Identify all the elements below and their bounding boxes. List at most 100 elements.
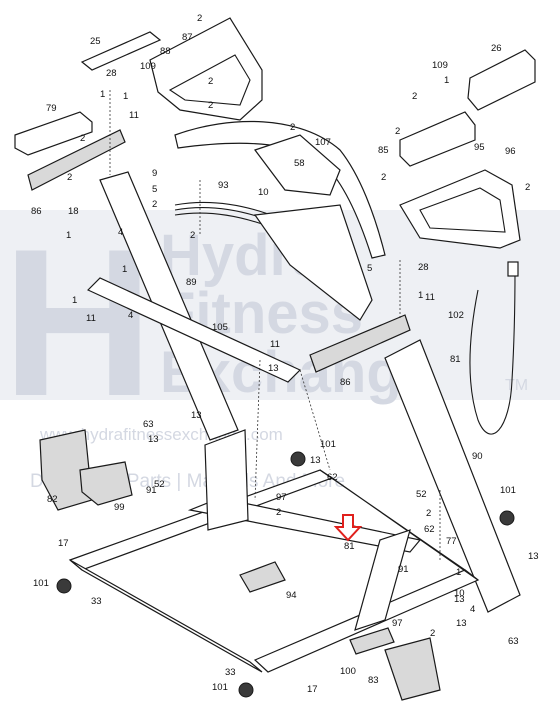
callout-l2f: 2 — [67, 172, 72, 183]
callout-l79: 79 — [46, 103, 57, 114]
callout-l77: 77 — [446, 536, 457, 547]
callout-l2h: 2 — [395, 126, 400, 137]
callout-l52a: 52 — [154, 479, 165, 490]
callout-l109b: 109 — [432, 60, 448, 71]
hood-cover-left — [80, 17, 263, 121]
cable-connector — [507, 261, 519, 277]
callout-l13d: 13 — [310, 455, 321, 466]
callout-l4c: 4 — [470, 604, 475, 615]
callout-l63a: 63 — [143, 419, 154, 430]
callout-l13a: 13 — [268, 363, 279, 374]
callout-l5a: 5 — [152, 184, 157, 195]
callout-l91b: 91 — [398, 564, 409, 575]
callout-l13c: 13 — [148, 434, 159, 445]
callout-l28b: 28 — [418, 262, 429, 273]
callout-l1d: 1 — [66, 230, 71, 241]
cover-82 — [39, 429, 93, 511]
callout-l105: 105 — [212, 322, 228, 333]
callout-l101a: 101 — [320, 439, 336, 450]
callout-l11d: 11 — [270, 339, 280, 350]
hood-cover-right — [399, 49, 536, 249]
callout-l85: 85 — [378, 145, 389, 156]
wheel-101-b — [238, 682, 254, 698]
callout-l4b: 4 — [128, 310, 133, 321]
callout-l91a: 91 — [146, 485, 157, 496]
cover-99 — [79, 461, 133, 506]
callout-l2g: 2 — [412, 91, 417, 102]
callout-l2o: 2 — [426, 508, 431, 519]
callout-l86b: 86 — [340, 377, 351, 388]
callout-l25: 25 — [90, 36, 101, 47]
crossbar-86-right — [309, 314, 411, 373]
wheel-101-a — [56, 578, 72, 594]
callout-l11b: 11 — [86, 313, 96, 324]
callout-l18: 18 — [68, 206, 79, 217]
callout-l58: 58 — [294, 158, 305, 169]
upright-90 — [384, 339, 521, 613]
callout-l90: 90 — [472, 451, 483, 462]
callout-l4a: 4 — [118, 227, 123, 238]
callout-l88: 88 — [160, 46, 171, 57]
callout-l86a: 86 — [31, 206, 42, 217]
callout-l1g: 1 — [418, 290, 423, 301]
callout-l109a: 109 — [140, 61, 156, 72]
callout-l13f: 13 — [454, 594, 465, 605]
highlight-arrow — [333, 514, 363, 542]
callout-l11a: 11 — [129, 110, 139, 121]
callout-l101b: 101 — [500, 485, 516, 496]
callout-l96: 96 — [505, 146, 516, 157]
console-bracket — [253, 204, 373, 321]
callout-l102: 102 — [448, 310, 464, 321]
callout-l100: 100 — [340, 666, 356, 677]
callout-l9: 9 — [152, 168, 157, 179]
callout-l5b: 5 — [367, 263, 372, 274]
callout-l62b: 62 — [424, 524, 435, 535]
callout-l97b: 97 — [392, 618, 403, 629]
callout-l95: 95 — [474, 142, 485, 153]
callout-l97a: 97 — [276, 492, 287, 503]
callout-l26: 26 — [491, 43, 502, 54]
callout-l83: 83 — [368, 675, 379, 686]
callout-l52b: 52 — [416, 489, 427, 500]
callout-l2b: 2 — [208, 76, 213, 87]
wheel-101-d — [499, 510, 515, 526]
callout-l28a: 28 — [106, 68, 117, 79]
callout-l2d: 2 — [80, 133, 85, 144]
callout-l33a: 33 — [91, 596, 102, 607]
callout-l13b: 13 — [191, 410, 202, 421]
callout-l10b: 10 — [454, 588, 465, 599]
cover-100 — [349, 627, 395, 655]
frame-bracket-91-right — [354, 529, 411, 631]
cable-102 — [469, 269, 516, 435]
callout-l99: 99 — [114, 502, 125, 513]
callout-l10a: 10 — [258, 187, 269, 198]
callout-l107: 107 — [315, 137, 331, 148]
cover-83 — [384, 637, 441, 701]
wheel-101-c — [290, 451, 306, 467]
callout-l11c: 11 — [425, 292, 435, 303]
callout-l2l: 2 — [190, 230, 195, 241]
upright-89 — [99, 171, 239, 441]
callout-l1e: 1 — [122, 264, 127, 275]
callout-l2m: 2 — [276, 507, 281, 518]
callout-l82: 82 — [47, 494, 58, 505]
callout-l2i: 2 — [381, 172, 386, 183]
callout-l2j: 2 — [525, 182, 530, 193]
callout-l1f: 1 — [72, 295, 77, 306]
callout-l2n: 2 — [430, 628, 435, 639]
callout-l2a: 2 — [197, 13, 202, 24]
bracket-86-left — [27, 129, 126, 191]
console-58 — [254, 134, 341, 196]
callout-l13g: 13 — [456, 618, 467, 629]
callout-l2k: 2 — [152, 199, 157, 210]
callout-l2c: 2 — [208, 100, 213, 111]
callout-l101d: 101 — [212, 682, 228, 693]
callout-l17a: 17 — [58, 538, 69, 549]
side-cover-left — [14, 111, 93, 156]
callout-l2e: 2 — [290, 122, 295, 133]
callout-l1c: 1 — [444, 75, 449, 86]
frame-bracket-91-left — [204, 429, 249, 531]
